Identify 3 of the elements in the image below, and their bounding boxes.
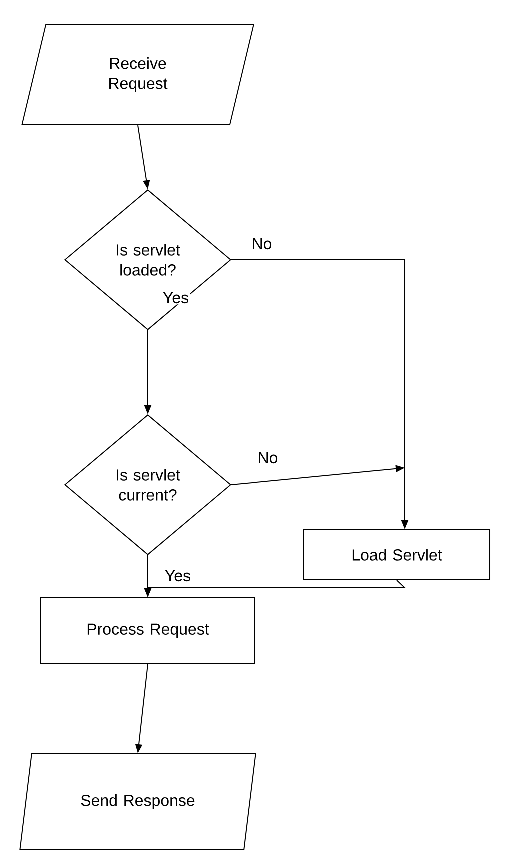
- output-parallelogram: Send Response: [20, 754, 256, 850]
- process-box: Process Request: [40, 598, 256, 664]
- process-box: Load Servlet: [304, 530, 490, 580]
